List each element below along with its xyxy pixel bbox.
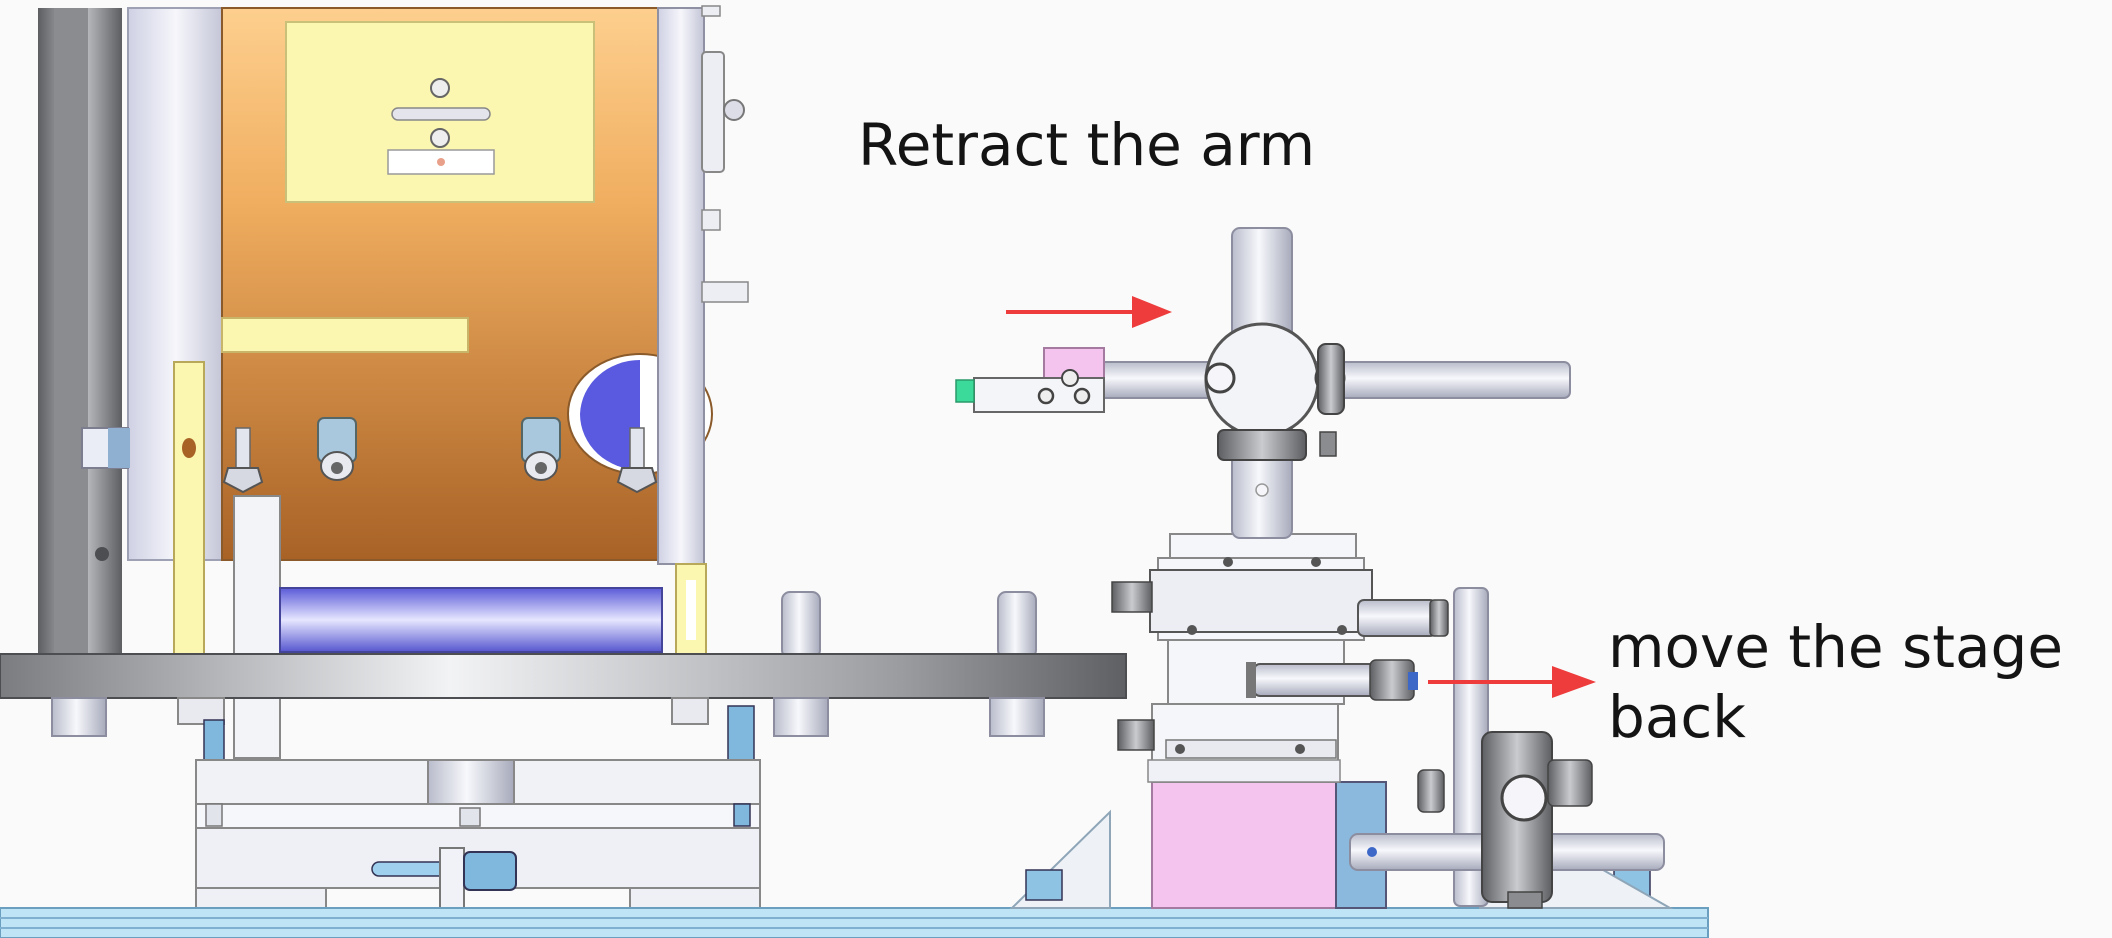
arrow-right-icon xyxy=(1428,666,1596,698)
bolt xyxy=(521,417,561,481)
arrow-right-icon xyxy=(1006,296,1172,328)
base-plate xyxy=(0,653,1127,699)
move-stage-label-line2: back xyxy=(1608,683,1746,751)
right-flange xyxy=(657,7,705,565)
retract-arm-label: Retract the arm xyxy=(858,111,1316,179)
move-stage-label-line1: move the stage xyxy=(1608,613,2064,681)
base-rail xyxy=(0,907,1709,938)
move-stage-label: move the stage back xyxy=(1608,612,2063,752)
bolt xyxy=(317,417,357,481)
pink-block xyxy=(1151,781,1339,909)
roller xyxy=(279,587,663,653)
